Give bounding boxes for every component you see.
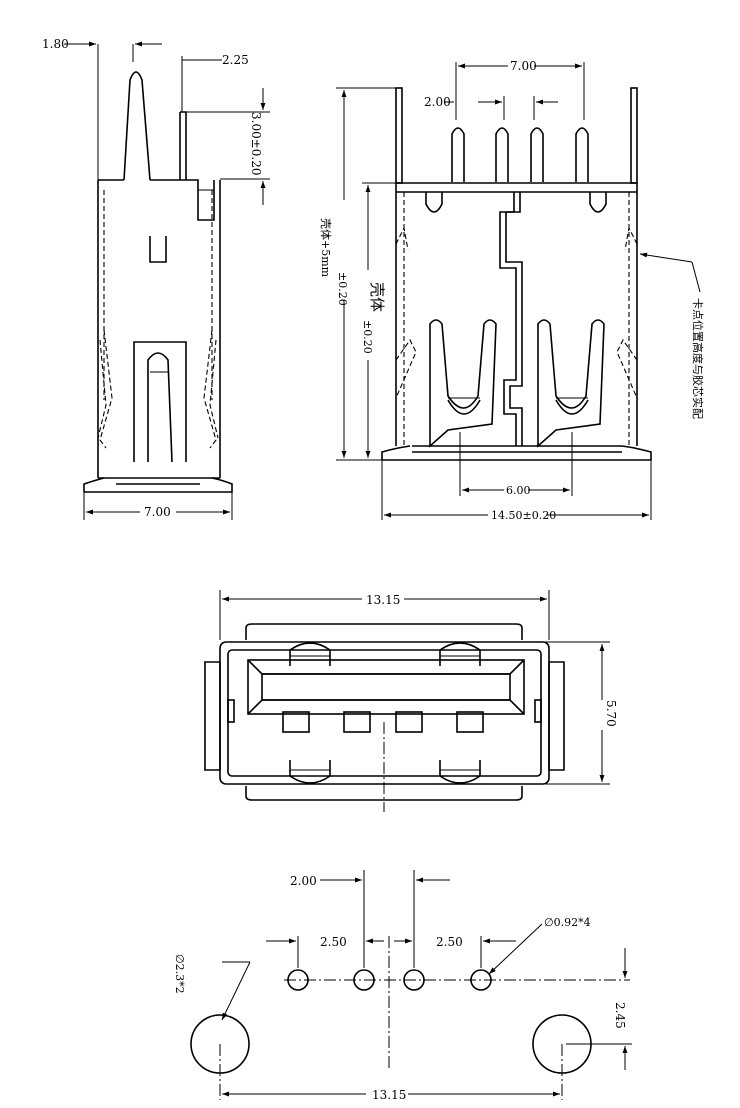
- clip-left-low: [395, 338, 417, 399]
- shell-top-flange: [245, 623, 523, 640]
- dim-label-13-15: 13.15: [372, 1088, 406, 1102]
- clip-left-hidden: [97, 339, 107, 439]
- dim-label-7-00: 7.00: [144, 505, 171, 519]
- shell-bottom-flange: [245, 786, 523, 801]
- contact-pad-3: [395, 711, 423, 733]
- tongue-bevel: [247, 659, 525, 715]
- dim-label-5-70: 5.70: [604, 700, 618, 727]
- spring-contact-right-curve: [555, 399, 589, 415]
- side-view: 1.80 2.25 3.00±0.20: [42, 37, 270, 520]
- top-tab-right: [589, 192, 607, 213]
- contact-pad-2: [343, 711, 371, 733]
- pin-3: [530, 127, 544, 182]
- clip-left-top: [395, 226, 409, 251]
- side-tab-right: [548, 661, 565, 771]
- dim-label-2-45: 2.45: [613, 1002, 627, 1029]
- top-tab-left: [425, 192, 443, 213]
- pin-outline: [123, 71, 151, 181]
- note-leader: [691, 261, 701, 293]
- note-leader: [639, 252, 693, 263]
- tongue-outline: [247, 659, 525, 715]
- right-post: [630, 87, 638, 184]
- leader-line: [221, 961, 251, 1021]
- dim-label-6-00: 6.00: [506, 484, 531, 497]
- side-slot-left: [227, 699, 235, 723]
- clip-right-top: [624, 226, 638, 251]
- dim-label-2-00: 2.00: [290, 874, 317, 888]
- slot-outline: [149, 236, 167, 263]
- dim-label-2-25: 2.25: [222, 53, 249, 67]
- spring-contact-right: [537, 319, 605, 448]
- dim-label-shell-5mm-tol: ±0.20: [336, 272, 349, 306]
- dim-label-shell-5mm: 壳体+5mm: [319, 218, 333, 278]
- dim-label-1-80: 1.80: [42, 37, 69, 51]
- latch-bottom-right: [439, 760, 481, 784]
- latch-top-right: [439, 642, 481, 666]
- dim-label-2-50-right: 2.50: [436, 935, 463, 949]
- side-slot-right: [534, 699, 542, 723]
- dim-label-2-50-left: 2.50: [320, 935, 347, 949]
- leader-line: [488, 923, 543, 975]
- clip-right-hidden: [203, 329, 217, 449]
- latch-bottom-left: [289, 760, 331, 784]
- spring-contact-left: [429, 319, 497, 448]
- dim-label-13-15: 13.15: [366, 593, 400, 607]
- post-outline: [180, 111, 187, 180]
- dim-label-3-00: 3.00±0.20: [249, 112, 263, 176]
- pin-1: [451, 127, 465, 182]
- base-flange: [83, 477, 233, 493]
- dim-label-7-00: 7.00: [510, 59, 537, 73]
- plan-view: 13.15 5.70: [204, 590, 618, 812]
- dim-label-shell: 壳体: [368, 282, 386, 312]
- contact-frame: [133, 341, 187, 462]
- tongue-face: [261, 673, 511, 701]
- dim-label-pin-hole: ∅0.92*4: [544, 916, 591, 929]
- left-post: [395, 87, 403, 184]
- dim-label-mount-hole: ∅2.3*2: [173, 954, 186, 994]
- contact-pad-1: [282, 711, 310, 733]
- contact-pad-4: [456, 711, 484, 733]
- dim-label-14-50: 14.50±0.20: [491, 509, 556, 522]
- center-divider-right: [505, 192, 523, 446]
- clip-right-hidden: [209, 339, 219, 439]
- side-tab-left: [204, 661, 221, 771]
- dim-label-2-00: 2.00: [424, 95, 451, 109]
- clip-left-hidden: [99, 329, 113, 449]
- dim-label-shell-tol: ±0.20: [361, 320, 374, 354]
- spring-contact-left-curve: [447, 399, 481, 415]
- body-top: [98, 179, 215, 221]
- front-view: 7.00 2.00: [319, 59, 705, 522]
- latch-top-left: [289, 642, 331, 666]
- pin-2: [495, 127, 509, 182]
- pin-4: [575, 127, 589, 182]
- pcb-footprint: 2.00 2.50 2.50 ∅0.92*4 2.45 ∅2.3*2: [173, 870, 632, 1102]
- note-clip-height: 卡点位置高度与胶芯实配: [691, 298, 705, 419]
- clip-right-low: [616, 338, 638, 399]
- contact-inner: [147, 352, 173, 463]
- base-flange: [381, 445, 652, 461]
